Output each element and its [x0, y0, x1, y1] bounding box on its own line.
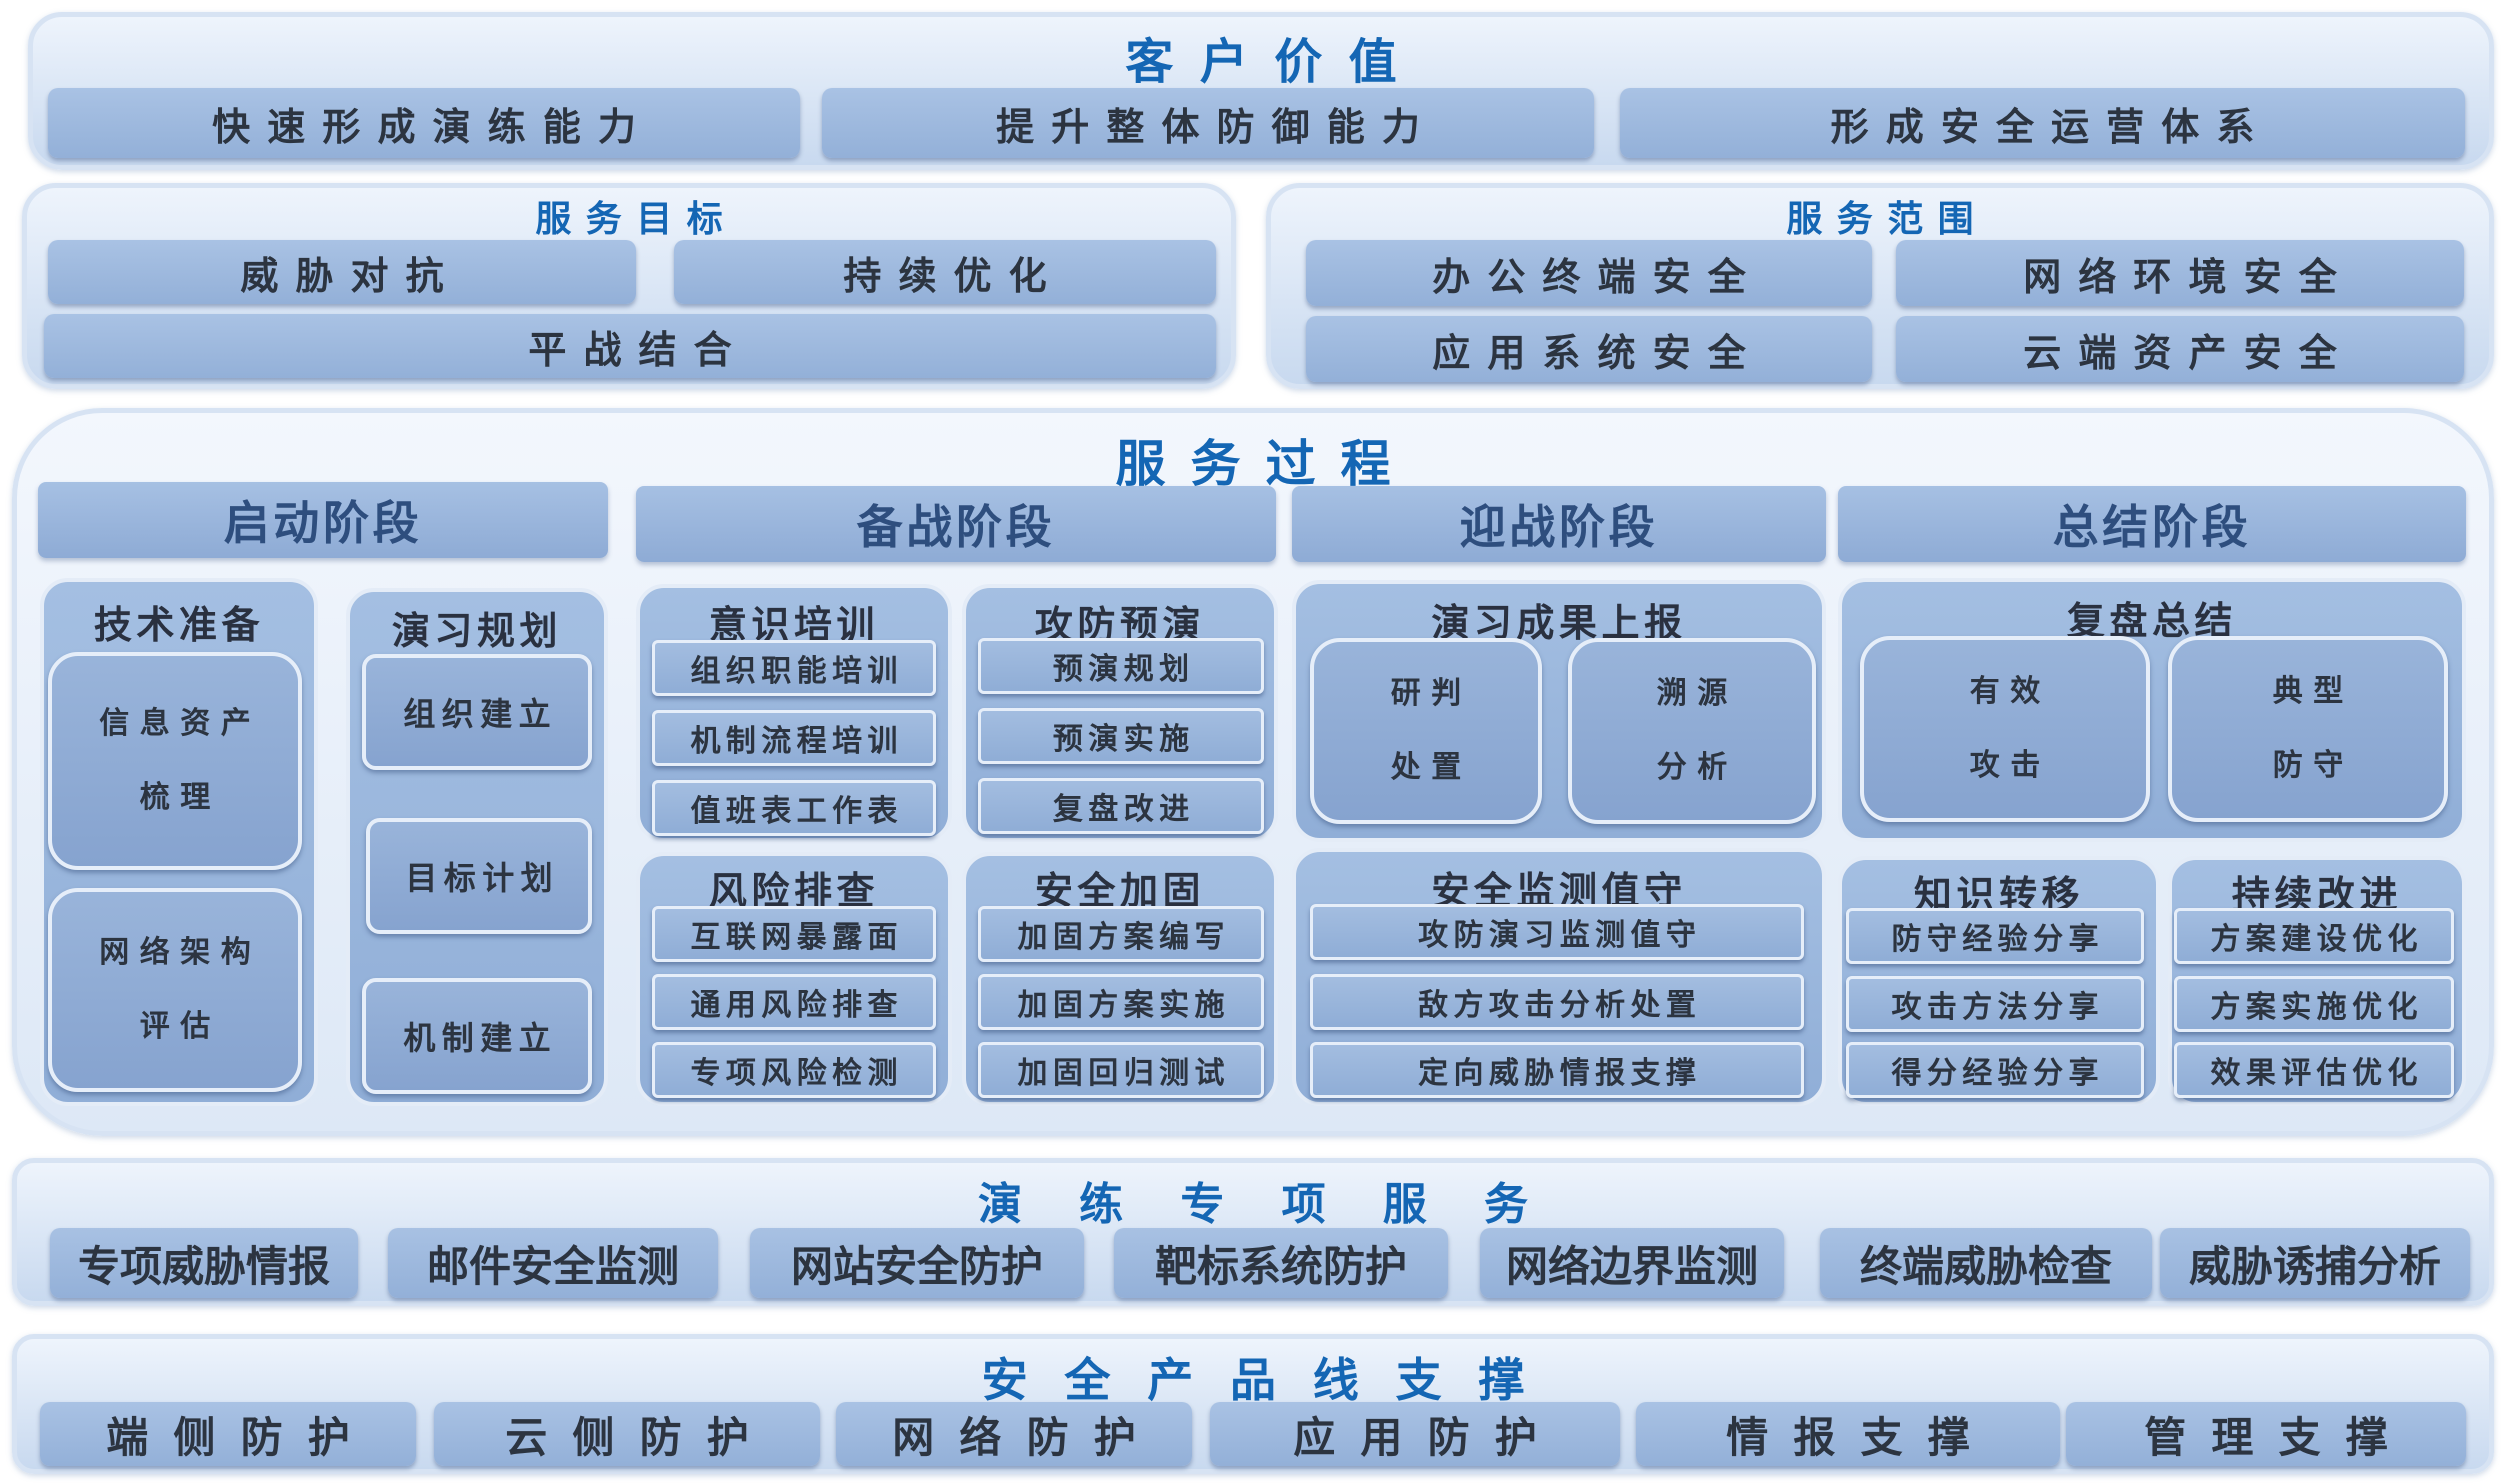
report-item-judge-line-2: 处置	[1390, 750, 1472, 785]
knowledge-item-1: 防守经验分享	[1846, 908, 2144, 964]
service-scope-item-3: 应用系统安全	[1306, 316, 1872, 382]
drill-plan-item-2: 目标计划	[366, 818, 592, 934]
product-support-item-5: 情报支撑	[1636, 1402, 2060, 1466]
knowledge-item-2: 攻击方法分享	[1846, 976, 2144, 1032]
service-goals-title: 服务目标	[535, 199, 737, 240]
risk-check-item-3: 专项风险检测	[652, 1042, 936, 1098]
risk-check-item-1: 互联网暴露面	[652, 906, 936, 962]
drill-plan-item-1: 组织建立	[362, 654, 592, 770]
review-item-defense: 典型 防守	[2168, 636, 2448, 822]
drill-plan-title: 演习规划	[391, 609, 563, 653]
risk-check-item-2: 通用风险排查	[652, 974, 936, 1030]
improve-item-1: 方案建设优化	[2174, 908, 2454, 964]
service-goal-item-2: 持续优化	[674, 240, 1216, 304]
service-scope-item-4: 云端资产安全	[1896, 316, 2464, 382]
report-title: 演习成果上报	[1431, 601, 1687, 645]
tech-prep-title: 技术准备	[93, 603, 265, 647]
review-item-attack-line-2: 攻击	[1969, 748, 2051, 783]
network-arch-box: 网络架构 评估	[48, 888, 302, 1092]
service-goal-item-3: 平战结合	[44, 314, 1216, 378]
stage-prepare: 备战阶段	[636, 486, 1276, 562]
special-service-item-1: 专项威胁情报	[50, 1228, 358, 1298]
rehearsal-item-2: 预演实施	[978, 708, 1264, 764]
review-title: 复盘总结	[2066, 599, 2238, 643]
product-support-item-2: 云侧防护	[434, 1402, 820, 1466]
special-service-item-2: 邮件安全监测	[388, 1228, 718, 1298]
awareness-item-1: 组织职能培训	[652, 640, 936, 696]
product-support-title: 安全产品线支撑	[981, 1353, 1562, 1407]
review-item-defense-line-1: 典型	[2272, 674, 2354, 709]
product-support-item-3: 网络防护	[836, 1402, 1192, 1466]
network-arch-line-1: 网络架构	[99, 935, 262, 970]
customer-value-item-3: 形成安全运营体系	[1620, 88, 2465, 158]
hardening-title: 安全加固	[1034, 869, 1206, 913]
service-goal-item-1: 威胁对抗	[48, 240, 636, 304]
review-item-defense-line-2: 防守	[2272, 748, 2354, 783]
special-service-item-6: 终端威胁检查	[1820, 1228, 2152, 1298]
rehearsal-item-1: 预演规划	[978, 638, 1264, 694]
special-service-item-3: 网站安全防护	[750, 1228, 1084, 1298]
service-scope-item-1: 办公终端安全	[1306, 240, 1872, 306]
hardening-item-2: 加固方案实施	[978, 974, 1264, 1030]
drill-plan-item-3: 机制建立	[362, 978, 592, 1094]
awareness-item-2: 机制流程培训	[652, 710, 936, 766]
special-services-title: 演练专项服务	[977, 1179, 1586, 1230]
product-support-item-6: 管理支撑	[2066, 1402, 2466, 1466]
report-item-judge: 研判 处置	[1310, 638, 1542, 824]
review-item-attack: 有效 攻击	[1860, 636, 2150, 822]
review-item-attack-line-1: 有效	[1969, 674, 2051, 709]
improve-item-2: 方案实施优化	[2174, 976, 2454, 1032]
report-item-trace-line-2: 分析	[1656, 750, 1738, 785]
knowledge-item-3: 得分经验分享	[1846, 1042, 2144, 1098]
asset-inventory-line-1: 信息资产	[99, 706, 262, 741]
hardening-item-1: 加固方案编写	[978, 906, 1264, 962]
service-scope-title: 服务范围	[1786, 199, 1988, 240]
monitor-item-2: 敌方攻击分析处置	[1310, 974, 1804, 1030]
asset-inventory-line-2: 梳理	[139, 780, 221, 815]
special-service-item-7: 威胁诱捕分析	[2160, 1228, 2470, 1298]
awareness-item-3: 值班表工作表	[652, 780, 936, 836]
product-support-item-1: 端侧防护	[40, 1402, 416, 1466]
report-item-trace-line-1: 溯源	[1656, 676, 1738, 711]
customer-value-title: 客户价值	[1125, 34, 1423, 90]
awareness-title: 意识培训	[708, 603, 880, 647]
stage-start: 启动阶段	[38, 482, 608, 558]
special-service-item-4: 靶标系统防护	[1114, 1228, 1448, 1298]
risk-check-title: 风险排查	[708, 869, 880, 913]
monitor-item-3: 定向威胁情报支撑	[1310, 1042, 1804, 1098]
network-arch-line-2: 评估	[139, 1009, 221, 1044]
stage-battle: 迎战阶段	[1292, 486, 1826, 562]
stage-summary: 总结阶段	[1838, 486, 2466, 562]
product-support-item-4: 应用防护	[1210, 1402, 1620, 1466]
asset-inventory-box: 信息资产 梳理	[48, 652, 302, 870]
special-service-item-5: 网络边界监测	[1480, 1228, 1784, 1298]
rehearsal-item-3: 复盘改进	[978, 778, 1264, 834]
hardening-item-3: 加固回归测试	[978, 1042, 1264, 1098]
report-item-trace: 溯源 分析	[1568, 638, 1816, 824]
monitor-item-1: 攻防演习监测值守	[1310, 904, 1804, 960]
service-process-title: 服务过程	[1115, 435, 1416, 493]
customer-value-item-2: 提升整体防御能力	[822, 88, 1594, 158]
service-scope-item-2: 网络环境安全	[1896, 240, 2464, 306]
report-item-judge-line-1: 研判	[1390, 676, 1472, 711]
improve-item-3: 效果评估优化	[2174, 1042, 2454, 1098]
customer-value-item-1: 快速形成演练能力	[48, 88, 800, 158]
